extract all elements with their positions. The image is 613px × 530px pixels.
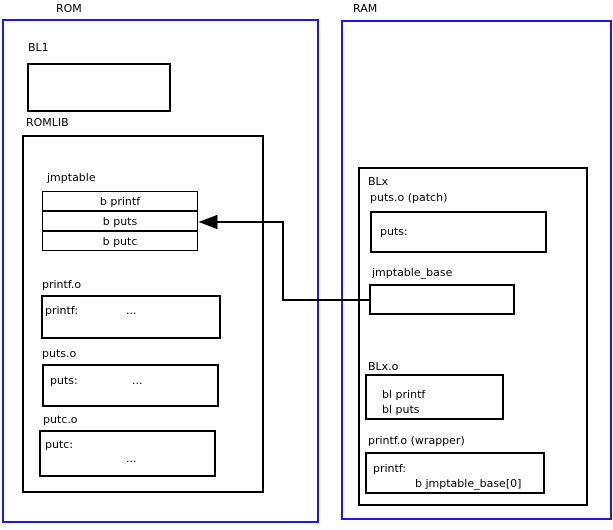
jmptable-base-box bbox=[369, 284, 515, 315]
printf-wrapper-symbol: printf: bbox=[373, 462, 407, 475]
printf-wrapper-box: printf: b jmptable_base[0] bbox=[365, 452, 545, 494]
putc-ellipsis: ... bbox=[126, 452, 137, 465]
puts-o-box: puts: ... bbox=[42, 364, 219, 407]
bl1-label: BL1 bbox=[28, 41, 49, 54]
rom-region-title: ROM bbox=[56, 2, 82, 15]
printf-o-box: printf: ... bbox=[41, 295, 221, 339]
jmptable-row-b-printf: b printf bbox=[42, 191, 198, 211]
blx-o-line-bl-puts: bl puts bbox=[382, 403, 420, 416]
jmptable-row-b-puts: b puts bbox=[42, 211, 198, 231]
printf-wrapper-body: b jmptable_base[0] bbox=[415, 477, 522, 490]
jmptable-row-label: b puts bbox=[102, 214, 138, 228]
blx-label: BLx bbox=[368, 175, 389, 188]
putc-o-box: putc: ... bbox=[39, 430, 216, 477]
romlib-label: ROMLIB bbox=[26, 116, 69, 129]
puts-symbol: puts: bbox=[50, 374, 78, 387]
printf-wrapper-label: printf.o (wrapper) bbox=[368, 434, 465, 447]
puts-patch-label: puts.o (patch) bbox=[370, 191, 448, 204]
ram-region-title: RAM bbox=[353, 2, 378, 15]
puts-patch-symbol: puts: bbox=[380, 225, 408, 238]
bl1-box bbox=[27, 63, 171, 112]
jmptable-base-label: jmptable_base bbox=[372, 266, 453, 279]
puts-patch-box: puts: bbox=[370, 211, 547, 253]
jmptable-row-label: b putc bbox=[102, 234, 138, 248]
jmptable-box: b printf b puts b putc bbox=[42, 191, 198, 251]
blx-o-line-bl-printf: bl printf bbox=[382, 388, 426, 401]
puts-o-label: puts.o bbox=[42, 347, 77, 360]
printf-ellipsis: ... bbox=[126, 304, 137, 317]
printf-o-label: printf.o bbox=[42, 278, 82, 291]
blx-o-box: bl printf bl puts bbox=[365, 374, 504, 420]
putc-o-label: putc.o bbox=[43, 413, 78, 426]
blx-o-label: BLx.o bbox=[368, 360, 399, 373]
printf-symbol: printf: bbox=[45, 304, 79, 317]
puts-ellipsis: ... bbox=[132, 374, 143, 387]
jmptable-label: jmptable bbox=[47, 171, 96, 184]
jmptable-row-label: b printf bbox=[99, 194, 141, 208]
jmptable-row-b-putc: b putc bbox=[42, 231, 198, 251]
putc-symbol: putc: bbox=[45, 438, 74, 451]
